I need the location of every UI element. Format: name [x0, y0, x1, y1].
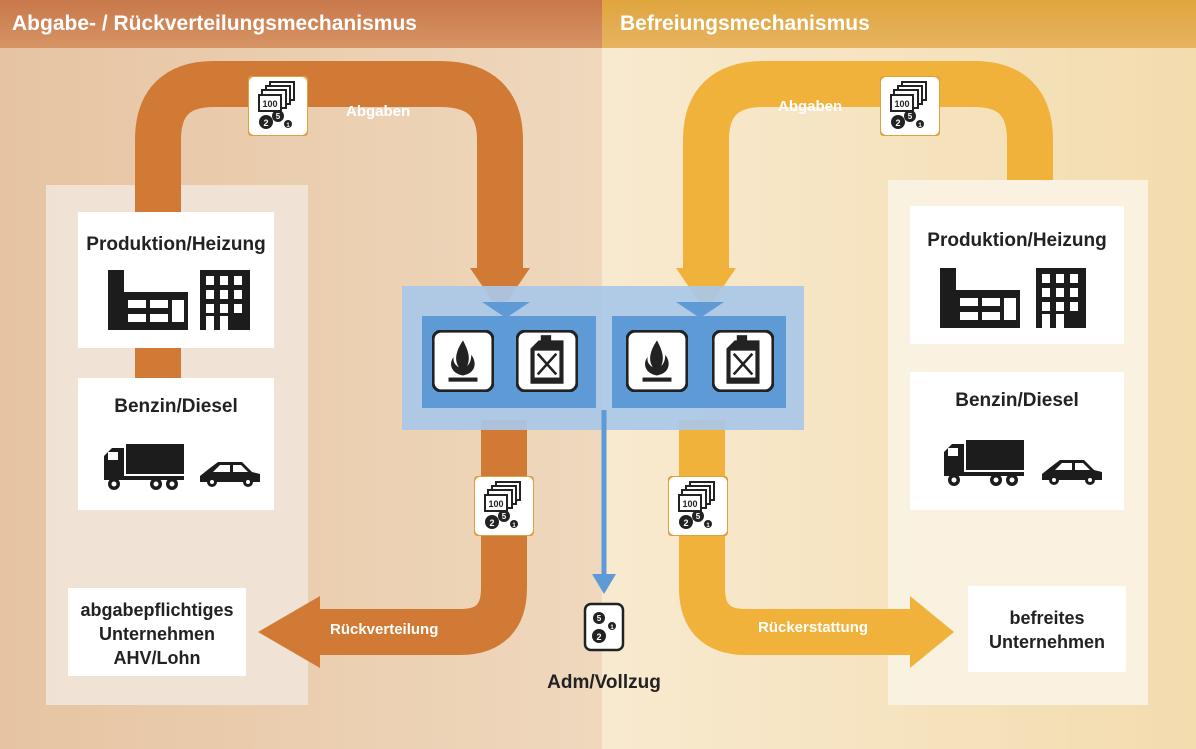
left-arrow-bottom — [318, 420, 527, 655]
right-arrow-bottom-head — [910, 596, 954, 668]
right-production-title: Produktion/Heizung — [927, 230, 1107, 251]
left-arrow-top — [135, 61, 523, 380]
money-icon — [248, 76, 308, 136]
left-arrow-bottom-label: Rückverteilung — [330, 621, 439, 638]
header-left: Abgabe- / Rückverteilungsmechanismus — [0, 0, 602, 48]
admin-coin-text: 5 — [597, 614, 602, 623]
left-company-box — [68, 588, 246, 676]
admin-coin-text: 1 — [610, 625, 614, 631]
canister-icon — [712, 330, 774, 392]
blue-notch-right — [676, 302, 724, 318]
canister-icon — [516, 330, 578, 392]
right-arrow-bottom-label: Rückerstattung — [758, 619, 869, 636]
left-company-line: Unternehmen — [98, 624, 215, 644]
money-icon — [880, 76, 940, 136]
left-production-title: Produktion/Heizung — [86, 234, 266, 255]
right-company-box — [968, 586, 1126, 672]
admin-coin-text: 2 — [596, 632, 601, 642]
coins-icon — [583, 602, 625, 652]
right-company-line: befreites — [1009, 608, 1085, 628]
left-arrow-top-label: Abgaben — [346, 103, 411, 120]
left-arrow-bottom-head — [258, 596, 320, 668]
money-icon — [474, 476, 534, 536]
right-company-title: befreites Unternehmen — [968, 606, 1126, 654]
flame-icon — [626, 330, 688, 392]
right-company-line: Unternehmen — [988, 632, 1105, 652]
admin-label: Adm/Vollzug — [547, 672, 661, 693]
admin-arrow-head — [592, 574, 616, 594]
flame-icon — [432, 330, 494, 392]
right-arrow-top-label: Abgaben — [778, 98, 843, 115]
money-icon — [668, 476, 728, 536]
right-fuel-title: Benzin/Diesel — [955, 390, 1079, 411]
blue-notch-left — [482, 302, 530, 318]
left-fuel-title: Benzin/Diesel — [114, 396, 238, 417]
right-arrow-bottom — [679, 420, 912, 655]
header-right: Befreiungsmechanismus — [602, 0, 1196, 48]
building-icon — [1036, 268, 1086, 328]
building-icon — [200, 270, 250, 330]
left-company-line: abgabepflichtiges — [80, 600, 234, 620]
right-arrow-top — [683, 61, 1053, 272]
left-company-line: AHV/Lohn — [113, 648, 201, 668]
left-company-title: abgabepflichtiges Unternehmen AHV/Lohn — [68, 598, 246, 670]
